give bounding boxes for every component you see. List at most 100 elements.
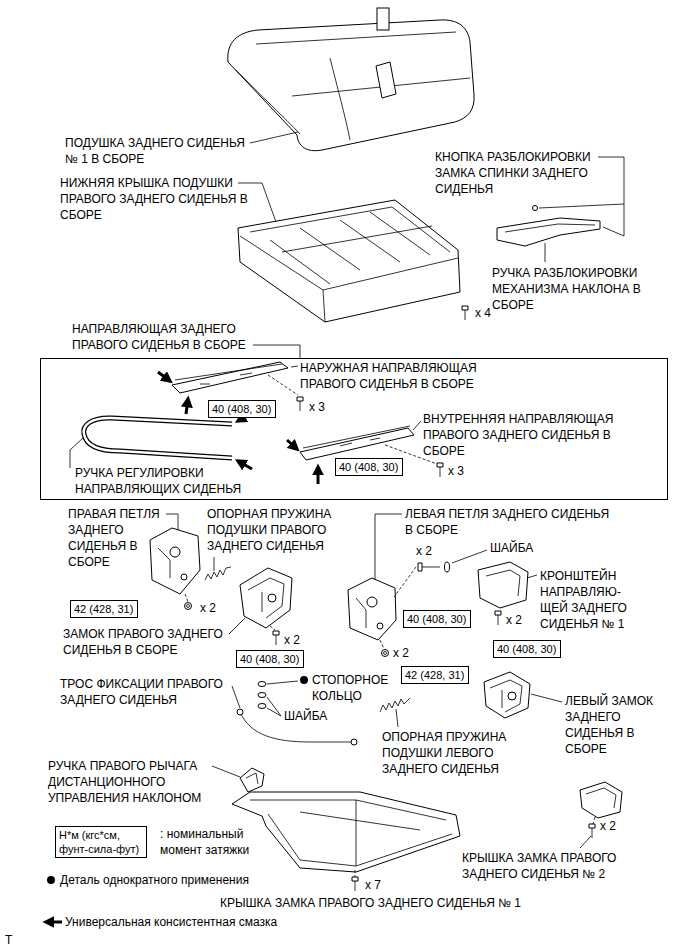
part-label: ШАЙБА (490, 540, 533, 556)
bolt (589, 824, 595, 828)
bolt (445, 562, 450, 572)
part-label: КРОНШТЕЙН НАПРАВЛЯЮ-ЩЕЙ ЗАДНЕГО СИДЕНЬЯ … (540, 568, 632, 632)
bolt (498, 615, 499, 625)
single-use-mark (300, 676, 308, 684)
seat-cushion (236, 32, 470, 140)
bolt (592, 828, 593, 838)
lever-knob (240, 768, 264, 792)
lock-cover (250, 800, 452, 866)
quantity-label: x 2 (506, 612, 522, 628)
grease-arrow (186, 399, 188, 414)
torque-value: 40 (408, 30) (497, 642, 556, 656)
seat-rail (300, 428, 414, 460)
part-label: РУЧКА РЕГУЛИРОВКИ НАПРАВЛЯЮЩИХ СИДЕНЬЯ (75, 465, 247, 497)
torque-value: 42 (428, 31) (405, 668, 464, 682)
release-handle (497, 218, 600, 246)
leader-line (267, 681, 298, 684)
part-label: КРЫШКА ЗАМКА ПРАВОГО ЗАДНЕГО СИДЕНЬЯ № 2 (462, 850, 624, 882)
lock-cover (580, 782, 622, 818)
spring (380, 698, 410, 712)
bolt (495, 611, 501, 615)
part-label: ТРОС ФИКСАЦИИ ПРАВОГО ЗАДНЕГО СИДЕНЬЯ (60, 676, 232, 708)
part-label: ВНУТРЕННЯЯ НАПРАВЛЯЮЩАЯ ПРАВОГО ЗАДНЕГО … (423, 411, 620, 459)
bolt (276, 635, 277, 645)
spring (205, 567, 231, 580)
torque-box: 40 (408, 30) (493, 640, 561, 658)
bracket (478, 562, 528, 608)
rail-adjust-handle (84, 418, 232, 458)
dashed-line (185, 375, 595, 877)
part-label: ЗАМОК ПРАВОГО ЗАДНЕГО СИДЕНЬЯ В СБОРЕ (63, 626, 231, 658)
bolt (352, 877, 358, 881)
lock-cover (232, 792, 460, 872)
seat-rail (172, 362, 414, 460)
seat-lock (240, 568, 530, 718)
seat-cushion (376, 62, 396, 98)
leader-line (545, 243, 546, 262)
quantity-label: x 4 (475, 305, 491, 321)
seat-cushion (228, 8, 474, 151)
bracket (486, 570, 520, 596)
nut (187, 605, 190, 608)
quantity-label: x 3 (448, 463, 464, 479)
leader-line (291, 366, 298, 367)
bolt (300, 401, 301, 411)
part-label: ШАЙБА (284, 708, 327, 724)
nut (185, 603, 192, 610)
cushion-lower-cover (240, 207, 458, 322)
hinge (181, 574, 187, 580)
torque-box: 40 (408, 30) (403, 610, 471, 628)
leader-line (527, 575, 537, 578)
seat-cushion (228, 20, 474, 151)
leader-line (531, 694, 562, 702)
quantity-label: x 3 (309, 399, 325, 415)
leader-line (212, 766, 240, 777)
single-use-mark (47, 876, 55, 884)
cushion-lower-cover (238, 200, 460, 322)
nut (382, 650, 389, 657)
part-label: ОПОРНАЯ ПРУЖИНА ПОДУШКИ ПРАВОГО ЗАДНЕГО … (207, 506, 337, 554)
torque-value: 42 (428, 31) (74, 602, 133, 616)
grease-arrow (238, 461, 252, 469)
part-label: РУЧКА РАЗБЛОКИРОВКИ МЕХАНИЗМА НАКЛОНА В … (492, 265, 644, 313)
bolt (422, 567, 440, 568)
leader-line (253, 345, 300, 358)
quantity-label: x 2 (200, 600, 216, 616)
dashed-line (185, 594, 188, 602)
release-handle (533, 206, 538, 211)
quantity-label: x 2 (416, 543, 432, 559)
part-label: РУЧКА ПРАВОГО РЫЧАГА ДИСТАНЦИОННОГО УПРА… (48, 758, 208, 806)
washer (258, 704, 266, 709)
part-label: НАРУЖНАЯ НАПРАВЛЯЮЩАЯ ПРАВОГО СИДЕНЬЯ В … (300, 360, 484, 392)
torque-value: 40 (408, 30) (240, 652, 299, 666)
rail-adjust-handle (84, 418, 232, 458)
bolt (462, 306, 468, 310)
part-label: НИЖНЯЯ КРЫШКА ПОДУШКИ ПРАВОГО ЗАДНЕГО СИ… (60, 175, 258, 223)
washer (258, 693, 266, 698)
seat-rail (172, 362, 288, 393)
bolt (355, 881, 356, 891)
lock-cover (586, 788, 616, 808)
grease-arrow (287, 440, 297, 449)
seat-lock (268, 594, 276, 602)
lever-knob (246, 773, 258, 784)
cushion-lower-cover (238, 200, 460, 322)
torque-value: 40 (408, 30) (212, 402, 271, 416)
hinge (170, 547, 180, 557)
release-handle (497, 206, 600, 247)
leader-line (250, 132, 298, 143)
dashed-line (593, 817, 595, 824)
bolt (440, 467, 441, 477)
leader-line (580, 836, 591, 848)
dashed-line (270, 626, 275, 630)
torque-value: Н*м (кгс*см, фунт-сила-фут) (59, 828, 143, 856)
dashed-line (355, 870, 356, 877)
hinge (367, 597, 377, 607)
torque-box: 40 (408, 30) (335, 458, 403, 476)
torque-box: 40 (408, 30) (208, 400, 276, 418)
dashed-line (380, 640, 384, 649)
part-label: ЛЕВЫЙ ЗАМОК ЗАДНЕГО СИДЕНЬЯ В СБОРЕ (565, 693, 660, 757)
quantity-label: x 2 (393, 645, 409, 661)
lock-cable (237, 709, 243, 715)
bolt (418, 563, 422, 571)
